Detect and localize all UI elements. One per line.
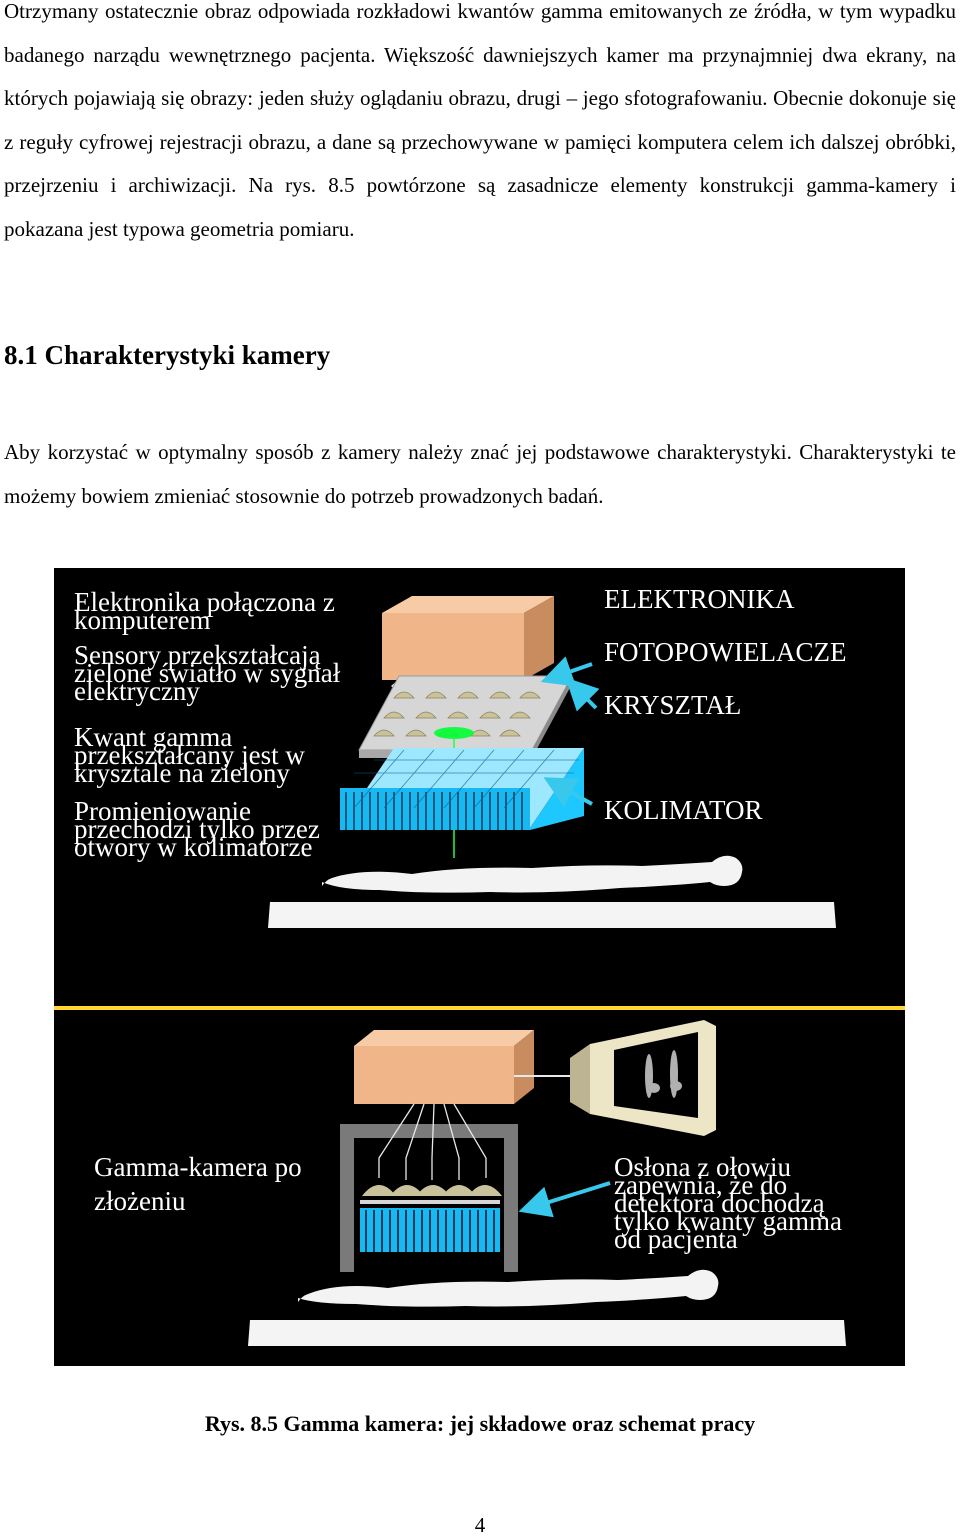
label-lead-shield: Osłona z ołowiu zapewnia, że do detektor… <box>614 1152 842 1254</box>
label-sensors: Sensory przekształcają zielone światło w… <box>74 640 341 706</box>
patient-silhouette-upper <box>322 855 743 893</box>
label-assembled-camera: Gamma-kamera po złożeniu <box>94 1152 302 1216</box>
paragraph-camera-characteristics: Aby korzystać w optymalny sposób z kamer… <box>4 440 956 508</box>
crystal-collimator-block <box>340 748 584 830</box>
photomultiplier-bulbs-lower <box>362 1185 502 1196</box>
label-collimator: KOLIMATOR <box>604 795 763 825</box>
patient-silhouette-lower <box>298 1269 719 1307</box>
paragraph-gamma-image: Otrzymany ostatecznie obraz odpowiada ro… <box>4 0 956 241</box>
label-gamma-quantum: Kwant gamma przekształcany jest w kryszt… <box>74 722 305 788</box>
label-photomultipliers: FOTOPOWIELACZE <box>604 637 847 667</box>
label-crystal: KRYSZTAŁ <box>604 690 742 720</box>
photomultipliers-lower <box>378 1103 487 1180</box>
page-number: 4 <box>474 1513 486 1537</box>
label-electronics-computer: Elektronika połączona z komputerem <box>74 587 335 635</box>
pointer-arrows-upper <box>540 656 600 807</box>
crystal-plate-lower <box>360 1200 500 1204</box>
figure-caption: Rys. 8.5 Gamma kamera: jej składowe oraz… <box>204 1411 756 1436</box>
patient-table-lower <box>248 1320 846 1346</box>
label-electronics: ELEKTRONIKA <box>604 584 795 614</box>
gamma-camera-figure: Elektronika połączona z komputerem Senso… <box>54 568 905 1366</box>
label-radiation-collimator: Promieniowanie przechodzi tylko przez ot… <box>74 796 320 862</box>
section-heading: 8.1 Charakterystyki kamery <box>4 340 331 370</box>
monitor <box>570 1020 716 1136</box>
patient-table-upper <box>268 902 836 928</box>
gamma-camera-diagram <box>54 596 905 1346</box>
photomultiplier-plate <box>358 675 573 758</box>
electronics-box-lower <box>354 1030 534 1104</box>
electronics-box <box>382 596 554 680</box>
pointer-arrow-lower <box>518 1181 611 1218</box>
